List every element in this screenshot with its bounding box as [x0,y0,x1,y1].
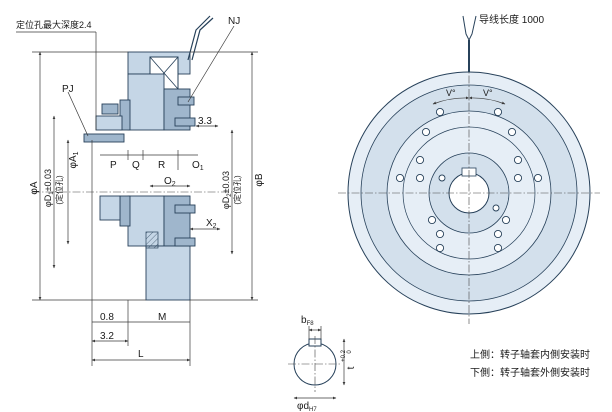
mounting-bolt-upper [174,117,196,127]
o1-label: O1 [192,160,204,172]
dim-3-2-label: 3.2 [100,331,114,342]
v-angle-right [468,96,506,105]
phi-d1-label: φD1±0.03 [43,169,55,207]
phi-b-label: φB [254,173,265,186]
r-label: R [158,160,165,171]
t-tol-low: 0 [347,350,353,354]
phi-a-label: φA [29,181,40,194]
depth-label: 定位孔最大深度2.4 [16,19,92,30]
hub-flange-upper [95,115,123,131]
phi-d2-note: (定位孔) [232,175,242,205]
note-lower: 下側：转子轴套外側安装时 [470,368,590,379]
side-section-view: 定位孔最大深度2.4 PJ NJ 3.3 P Q R O1 O2 X2 0.8 … [16,15,265,366]
nj-leader [187,25,235,103]
coil-housing-bottom [145,245,191,301]
side-labels: 定位孔最大深度2.4 PJ NJ 3.3 P Q R O1 O2 X2 0.8 … [16,16,265,360]
p-label: P [110,160,117,171]
upper-brake-body [83,15,214,143]
side-dimensions [16,25,258,366]
nj-bolt-upper [177,96,195,106]
t-label: t [346,366,357,369]
mounting-bolt-lower-b [174,237,196,247]
t-tol: +0.2 [341,349,347,362]
rotor-hub-upper [119,99,131,131]
phi-d2-label: φD2±0.03 [221,171,233,209]
nj-label: NJ [228,16,240,27]
lower-brake-body [99,195,196,301]
mounting-notes: 上側：转子轴套内側安装时 下側：转子轴套外側安装时 [470,342,606,386]
v-right-label: V° [483,88,493,98]
hub-flange-lower [99,195,121,221]
pj-leader [67,91,89,137]
pj-bolt [83,133,125,143]
q-label: Q [132,160,140,171]
pj-screw-head [101,103,119,115]
note-upper: 上側：转子轴套内側安装时 [470,350,590,361]
o2-label: O2 [164,176,176,188]
v-left-label: V° [446,88,456,98]
pj-label: PJ [62,84,74,95]
rotor-hub-lower [119,195,131,227]
front-view: 导线长度 1000 V° V° [338,13,600,324]
l-label: L [138,349,144,360]
phi-a1-label: φA1 [68,151,80,168]
m-label: M [158,312,166,323]
phi-d1-note: (定位孔) [54,175,64,205]
bolt-holes [395,107,543,253]
mounting-bolt-lower-a [174,204,196,214]
lead-wire-label: 导线长度 1000 [479,13,544,26]
dim-3-3-label: 3.3 [198,116,212,127]
b-label: bF8 [301,315,314,327]
d-label: φdH7 [297,401,317,412]
armature-plate-upper [127,73,165,131]
dim-0-8-label: 0.8 [100,312,114,323]
lead-wire [187,15,211,61]
v-angle-left [432,96,470,105]
x2-label: X2 [206,218,217,230]
keyway-detail: bF8 t +0.2 0 φdH7 [288,315,357,412]
section-hatch [145,231,159,249]
